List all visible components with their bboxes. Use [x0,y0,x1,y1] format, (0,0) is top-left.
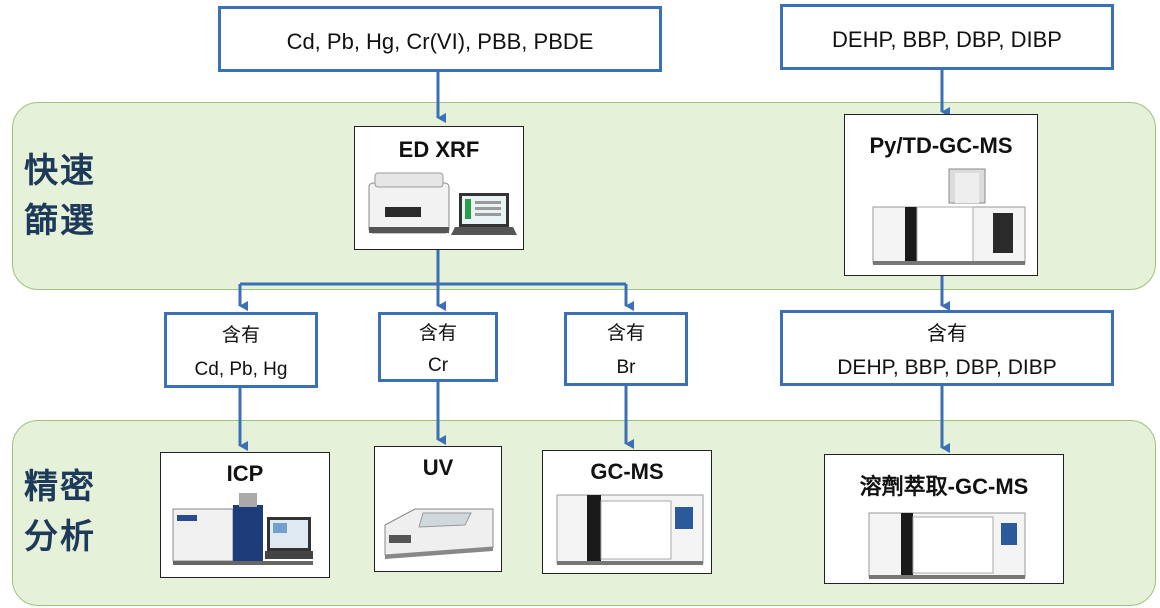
instrument-solvent-gcms-title: 溶劑萃取-GC-MS [859,474,1029,499]
branch-box-cdpbhg: 含有 Cd, Pb, Hg [164,312,318,388]
screening-label-line1: 快速 [24,151,96,191]
instrument-solvent-gcms: 溶劑萃取-GC-MS [824,454,1064,584]
analysis-label: 精密 分析 [24,462,96,562]
branch-box-cr: 含有 Cr [378,312,498,382]
branch-br-line1: 含有 [606,323,645,344]
instrument-ed-xrf: ED XRF [354,126,524,250]
input-box-elements: Cd, Pb, Hg, Cr(VI), PBB, PBDE [218,6,662,72]
instrument-ed-xrf-title: ED XRF [398,137,480,162]
input-elements-text: Cd, Pb, Hg, Cr(VI), PBB, PBDE [286,29,594,54]
instrument-pytd-gcms-title: Py/TD-GC-MS [869,133,1013,158]
branch-phthalates-line1: 含有 [927,323,967,345]
instrument-icp: ICP [160,452,330,578]
instrument-gcms: GC-MS [542,450,712,574]
screening-label: 快速 篩選 [24,146,96,246]
branch-cdpbhg-line2: Cd, Pb, Hg [194,359,288,380]
branch-cr-line1: 含有 [418,323,457,344]
analysis-label-line2: 分析 [24,517,96,557]
instrument-icp-title: ICP [226,461,264,486]
instrument-uv: UV [374,446,502,572]
instrument-pytd-gcms: Py/TD-GC-MS [844,114,1038,276]
solvent-gcms-machine-icon [868,512,1026,579]
branch-cdpbhg-line1: 含有 [221,325,260,346]
input-box-phthalates: DEHP, BBP, DBP, DIBP [780,4,1114,70]
instrument-gcms-title: GC-MS [590,459,664,484]
screening-label-line2: 篩選 [24,201,96,241]
gcms-machine-icon [556,494,704,565]
analysis-label-line1: 精密 [24,467,96,507]
instrument-uv-title: UV [422,455,454,480]
input-phthalates-text: DEHP, BBP, DBP, DIBP [832,27,1062,52]
icp-machine-icon [172,493,313,565]
uv-machine-icon [384,508,494,559]
branch-phthalates-line2: DEHP, BBP, DBP, DIBP [837,356,1057,379]
pytd-gcms-machine-icon [872,168,1026,265]
branch-box-br: 含有 Br [564,312,688,386]
branch-box-phthalates: 含有 DEHP, BBP, DBP, DIBP [780,310,1114,386]
branch-br-line2: Br [616,357,636,378]
branch-cr-line2: Cr [427,355,449,376]
ed-xrf-machine-icon [368,172,517,235]
